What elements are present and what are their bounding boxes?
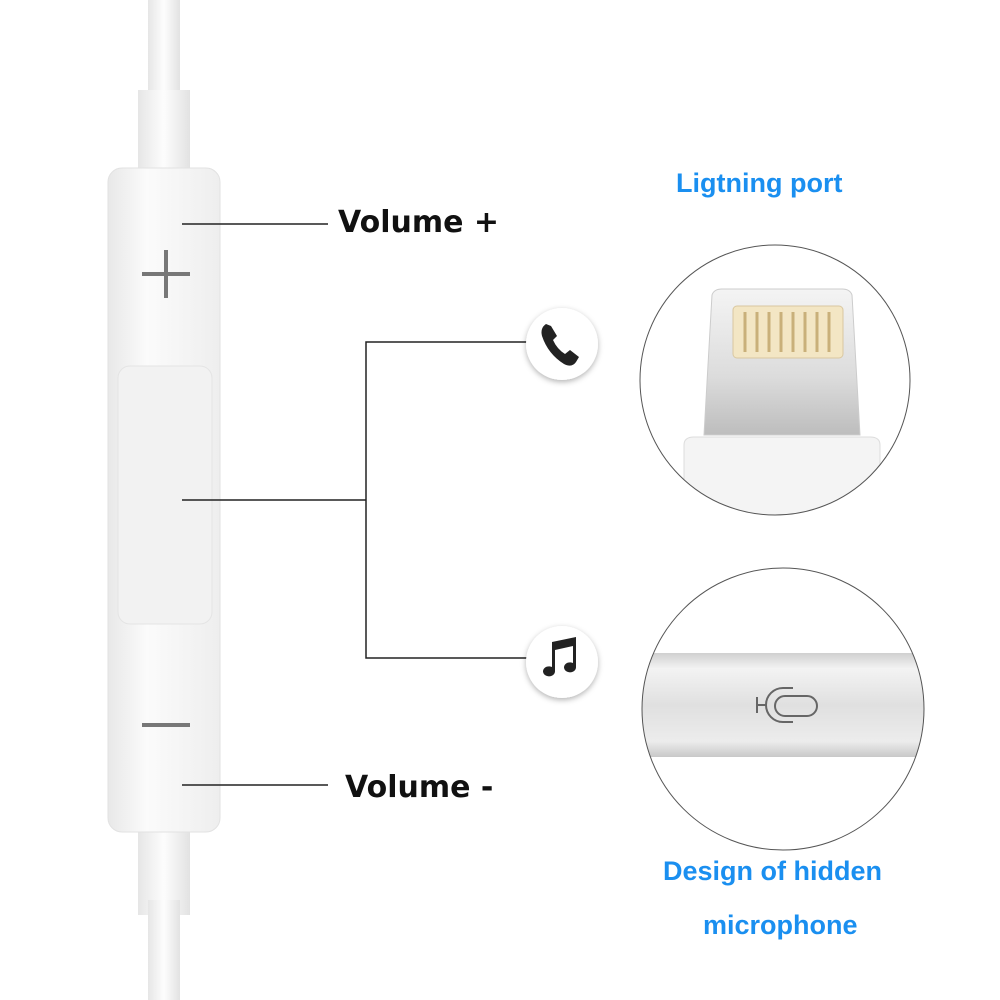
- plus-icon: [142, 250, 190, 298]
- cable-sleeve-top: [138, 90, 190, 170]
- phone-icon: [526, 308, 598, 380]
- leader-bracket: [365, 341, 530, 659]
- cable-bottom: [148, 900, 180, 1000]
- lightning-port-label: Ligtning port: [676, 168, 843, 198]
- hidden-mic-label-line2: microphone: [703, 910, 858, 940]
- microphone-icon: [756, 687, 818, 723]
- hidden-microphone-closeup: [641, 567, 925, 851]
- music-note-icon: [526, 626, 598, 698]
- volume-down-label: Volume -: [345, 770, 494, 805]
- volume-up-label: Volume +: [338, 205, 500, 240]
- cable-top: [148, 0, 180, 100]
- lightning-port-closeup: [639, 244, 911, 516]
- hidden-mic-label-line1: Design of hidden: [663, 856, 882, 886]
- center-button: [117, 365, 213, 625]
